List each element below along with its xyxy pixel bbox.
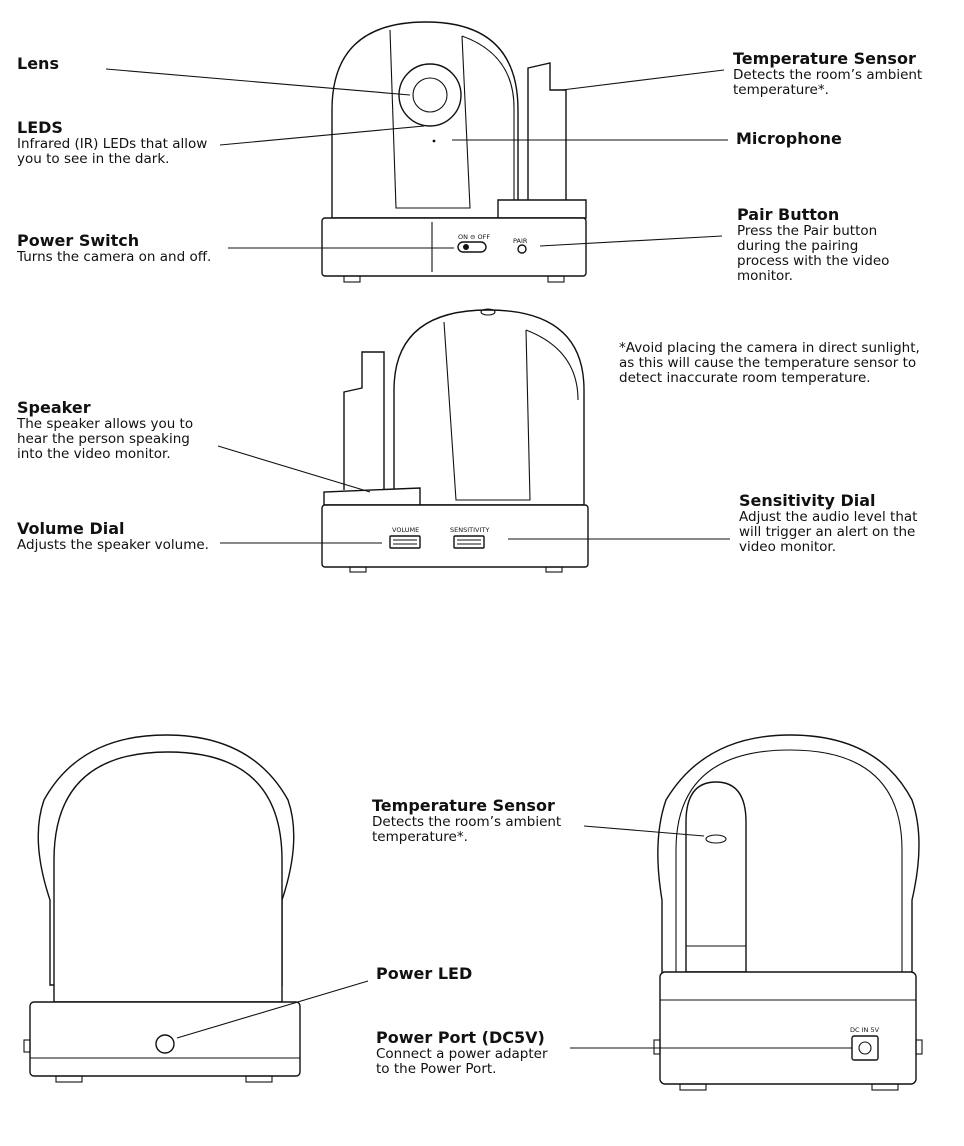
volume-dial-desc: Adjusts the speaker volume. [17,536,209,553]
camera-front-large-view [23,734,301,1083]
camera-front-view: ON ⊖ OFF PAIR [321,21,587,283]
temp-sensor-back-title: Temperature Sensor [372,796,555,815]
volume-dial-title: Volume Dial [17,519,125,538]
volume-dial-callout: Volume Dial Adjusts the speaker volume. [17,520,209,553]
pair-button-title: Pair Button [737,205,840,224]
volume-marking: VOLUME [392,526,419,534]
temp-sensor-top-desc: Detects the room’s ambient temperature*. [733,66,923,99]
speaker-desc: The speaker allows you to hear the perso… [17,415,194,463]
volume-dial-icon [389,535,421,549]
sensitivity-dial-icon [453,535,485,549]
pair-button-callout: Pair Button Press the Pair button during… [737,206,889,284]
camera-back-large-view: DC IN 5V [653,734,923,1091]
power-port-icon [851,1035,879,1061]
pair-button-icon [517,244,527,254]
power-switch-callout: Power Switch Turns the camera on and off… [17,232,211,265]
lens-callout: Lens [17,55,59,73]
power-port-title: Power Port (DC5V) [376,1028,545,1047]
lens-title: Lens [17,54,59,73]
power-port-desc: Connect a power adapter to the Power Por… [376,1045,548,1078]
sensitivity-dial-desc: Adjust the audio level that will trigger… [739,508,918,556]
speaker-callout: Speaker The speaker allows you to hear t… [17,399,193,462]
pair-marking: PAIR [513,237,528,245]
temp-sensor-back-callout: Temperature Sensor Detects the room’s am… [372,797,561,845]
sensitivity-marking: SENSITIVITY [450,526,489,534]
power-switch-icon [457,241,487,253]
microphone-title: Microphone [736,129,842,148]
leds-title: LEDS [17,118,63,137]
microphone-callout: Microphone [736,130,842,148]
speaker-title: Speaker [17,398,91,417]
power-led-callout: Power LED [376,965,472,983]
leds-callout: LEDS Infrared (IR) LEDs that allow you t… [17,119,207,167]
temp-sensor-top-title: Temperature Sensor [733,49,916,68]
camera-rear-view: VOLUME SENSITIVITY [321,308,589,573]
power-port-callout: Power Port (DC5V) Connect a power adapte… [376,1029,548,1077]
pair-button-desc: Press the Pair button during the pairing… [737,222,890,285]
sensitivity-dial-callout: Sensitivity Dial Adjust the audio level … [739,492,917,555]
lens-icon [398,63,462,127]
power-led-icon [155,1034,175,1054]
on-off-marking: ON ⊖ OFF [458,233,490,241]
power-switch-title: Power Switch [17,231,140,250]
power-switch-desc: Turns the camera on and off. [17,248,212,265]
temp-sensor-top-callout: Temperature Sensor Detects the room’s am… [733,50,922,98]
temp-sensor-back-desc: Detects the room’s ambient temperature*. [372,813,562,846]
sensitivity-dial-title: Sensitivity Dial [739,491,876,510]
sunlight-footnote: *Avoid placing the camera in direct sunl… [619,340,920,387]
leader-lines [105,68,852,1049]
dc-in-marking: DC IN 5V [850,1026,880,1034]
power-led-title: Power LED [376,964,473,983]
leds-desc: Infrared (IR) LEDs that allow you to see… [17,135,208,168]
